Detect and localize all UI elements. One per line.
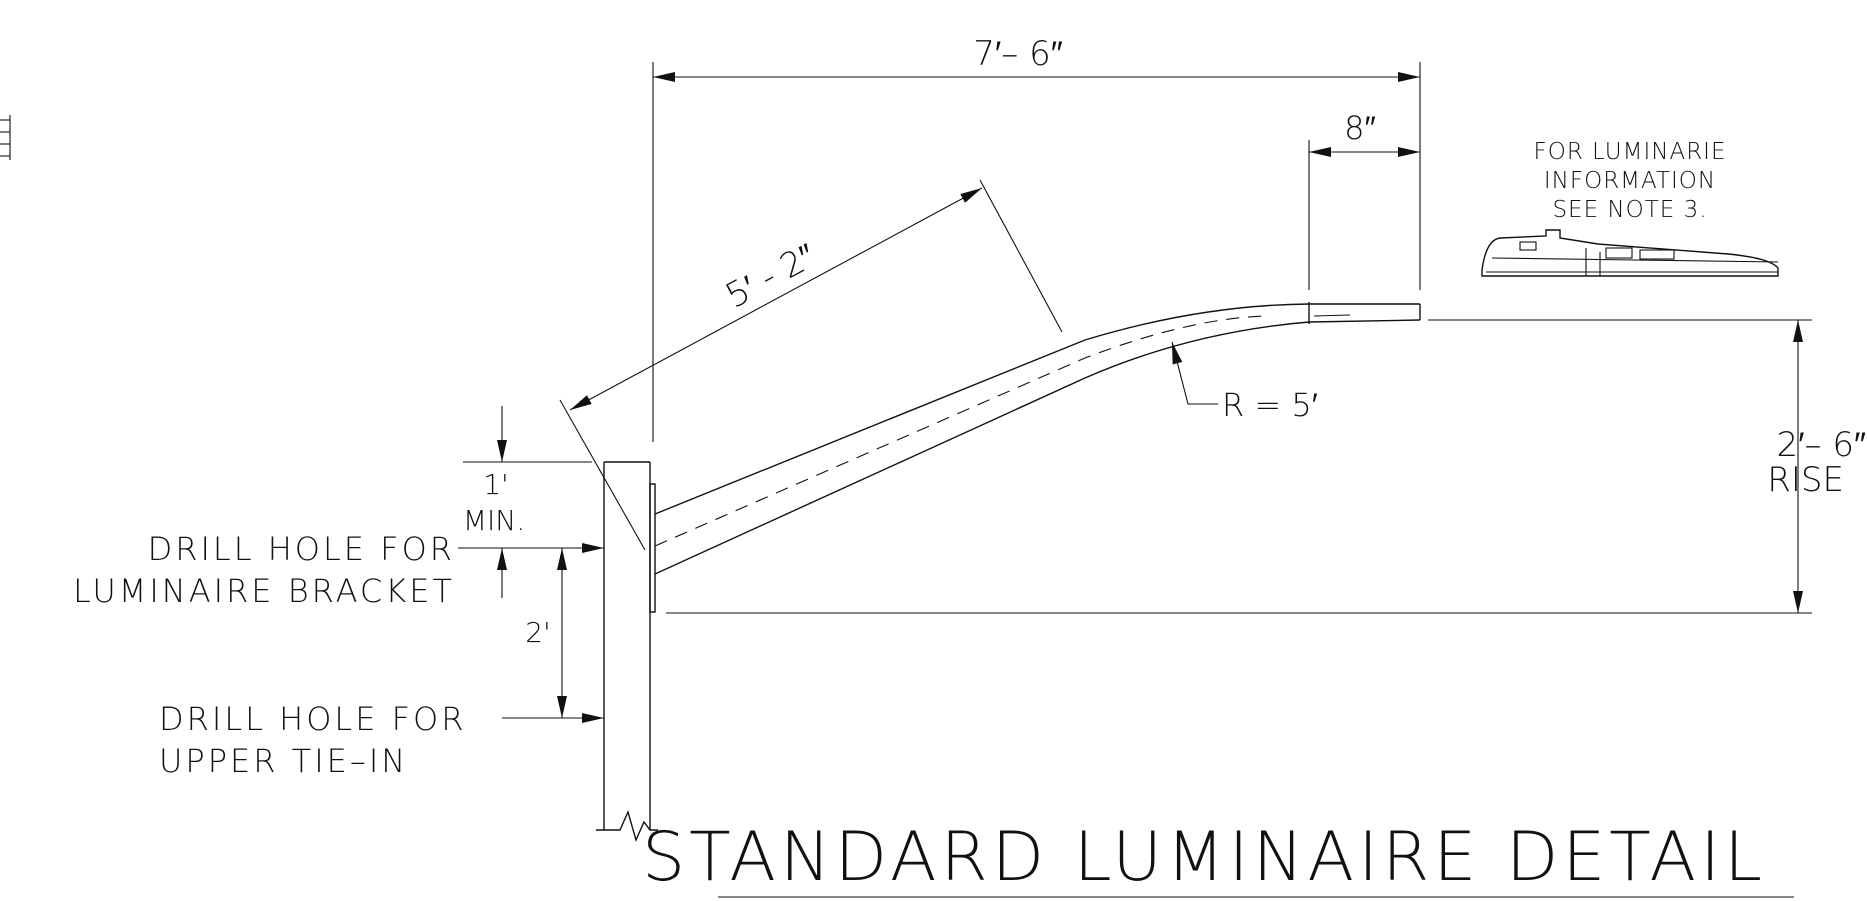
edge-tick-marks	[0, 115, 11, 160]
min-offset-dimension	[463, 406, 592, 598]
min-offset-label: MIN.	[463, 504, 525, 537]
arm-length-label: 5′ - 2″	[719, 236, 822, 317]
overall-length-dimension	[652, 62, 1421, 442]
rise-dimension	[666, 319, 1812, 614]
bend-radius-leader	[1171, 341, 1218, 405]
tip-length-label: 8″	[1344, 109, 1376, 147]
luminaire-head	[1481, 229, 1779, 277]
mounting-plate	[649, 483, 656, 613]
note-line1: FOR LUMINARIE	[1534, 139, 1727, 165]
tip-length-dimension	[1308, 140, 1420, 290]
rise-value-label: 2′– 6″	[1777, 425, 1866, 465]
min-offset-value-label: 1'	[483, 468, 509, 501]
tie-in-hole-label-line1: DRILL HOLE FOR	[159, 700, 466, 738]
bend-radius-label: R = 5′	[1222, 386, 1318, 424]
overall-length-label: 7′– 6″	[973, 34, 1062, 74]
note-line3: SEE NOTE 3.	[1552, 197, 1707, 223]
rise-label: RISE	[1767, 460, 1844, 500]
drawing-title: STANDARD LUMINAIRE DETAIL	[642, 818, 1766, 897]
tie-in-hole-label-line2: UPPER TIE–IN	[159, 742, 408, 780]
pole-break-line	[596, 809, 658, 843]
bracket-hole-label-line2: LUMINAIRE BRACKET	[73, 572, 455, 610]
arm-length-dimension	[559, 179, 1063, 551]
bracket-hole-label-line1: DRILL HOLE FOR	[148, 530, 455, 568]
luminaire-arm	[654, 302, 1421, 575]
hole-spacing-label: 2'	[525, 616, 551, 649]
note-line2: INFORMATION	[1544, 168, 1716, 194]
